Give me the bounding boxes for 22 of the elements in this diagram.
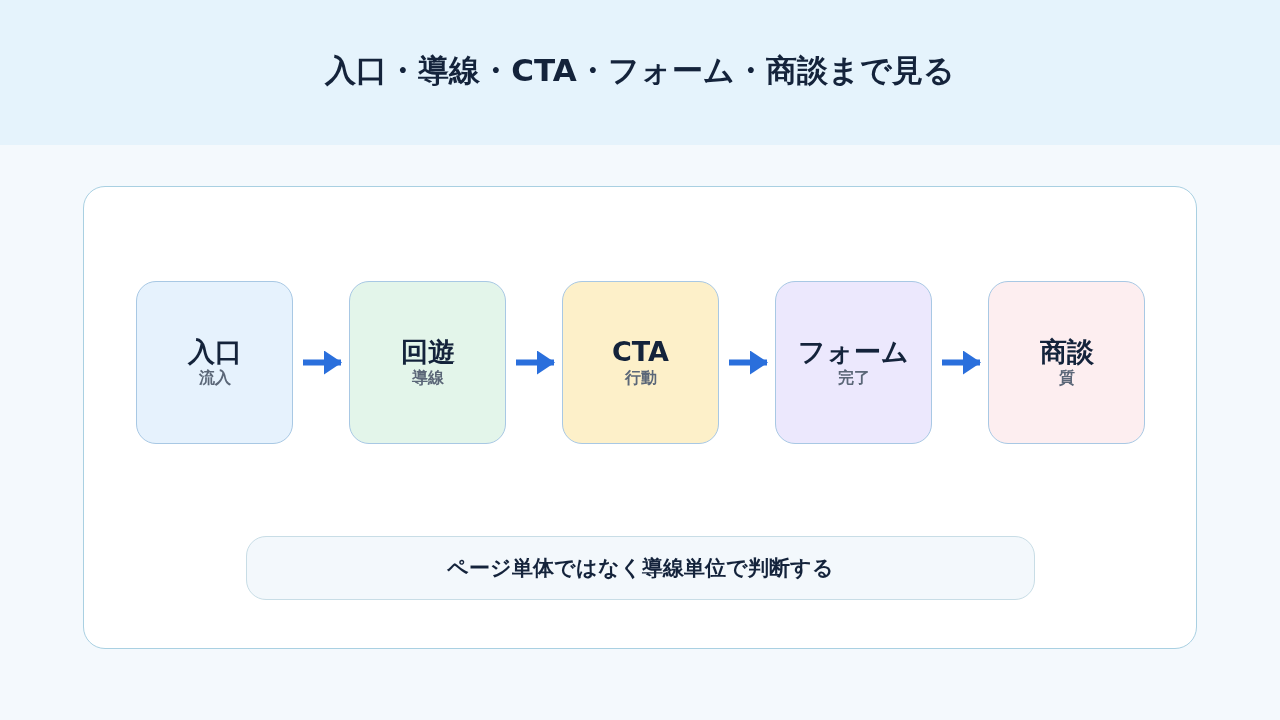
note-text: ページ単体ではなく導線単位で判断する xyxy=(447,555,834,582)
title: 入口・導線・CTA・フォーム・商談まで見る xyxy=(323,51,956,90)
arrow xyxy=(942,350,981,375)
step-subtitle: 流入 xyxy=(198,368,231,390)
step-box xyxy=(136,281,293,444)
step-box xyxy=(775,281,932,444)
step-box xyxy=(562,281,719,444)
step-subtitle: 導線 xyxy=(411,368,444,390)
arrow xyxy=(516,350,555,375)
step-subtitle: 質 xyxy=(1058,368,1075,390)
step-subtitle: 完了 xyxy=(837,368,870,390)
step-subtitle: 行動 xyxy=(624,368,657,390)
note-box xyxy=(246,536,1035,600)
arrow xyxy=(729,350,768,375)
arrow xyxy=(303,350,342,375)
step-box xyxy=(988,281,1145,444)
step-title: フォーム xyxy=(798,335,909,369)
step-title: 回遊 xyxy=(400,335,455,369)
step-title: 商談 xyxy=(1039,335,1094,369)
step-title: CTA xyxy=(611,335,669,369)
step-title: 入口 xyxy=(187,335,242,369)
step-box xyxy=(349,281,506,444)
